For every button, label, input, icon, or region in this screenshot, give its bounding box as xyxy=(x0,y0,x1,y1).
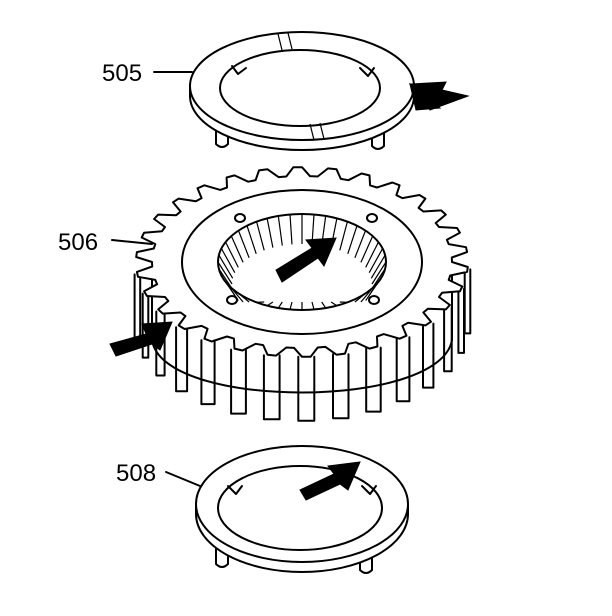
label-505: 505 xyxy=(102,60,142,87)
gear-tooth xyxy=(465,269,471,333)
bolt-hole xyxy=(227,296,237,304)
sprocket-gear-506 xyxy=(135,167,471,421)
arrow-icon xyxy=(410,82,468,110)
bolt-hole xyxy=(235,214,245,222)
gear-tooth xyxy=(458,289,464,353)
gear-tooth xyxy=(135,274,141,338)
bolt-hole xyxy=(367,214,377,222)
label-508: 508 xyxy=(116,460,156,487)
leader-line-508 xyxy=(166,472,200,486)
thrust-washer-508 xyxy=(196,446,408,573)
label-506: 506 xyxy=(58,229,98,256)
bolt-hole xyxy=(369,296,379,304)
thrust-washer-505 xyxy=(190,32,414,150)
